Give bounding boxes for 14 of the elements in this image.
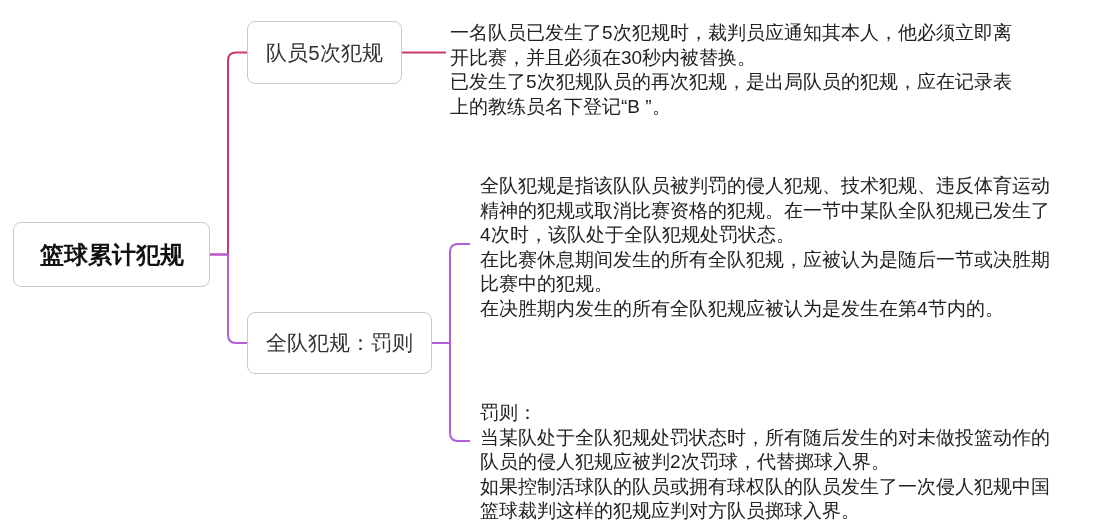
connector-line <box>431 342 471 442</box>
connector-line <box>209 253 248 344</box>
note-text: 一名队员已发生了5次犯规时，裁判员应通知其本人，他必须立即离开比赛，并且必须在30秒内被替换。 <box>450 21 1013 70</box>
topic-box: 全队犯规：罚则 <box>247 312 432 374</box>
note-text: 全队犯规是指该队队员被判罚的侵人犯规、技术犯规、违反体育运动精神的犯规或取消比赛资格的犯规。在一节中某队全队犯规已发生了4次时，该队处于全队犯规处罚状态。 <box>480 174 1051 247</box>
note-text: 如果控制活球队的队员或拥有球权队的队员发生了一次侵人犯规中国篮球裁判这样的犯规应判对方队员掷球入界。 <box>480 474 1051 523</box>
note-text: 罚则： <box>480 401 538 425</box>
root-topic-box: 篮球累计犯规 <box>13 222 210 287</box>
note-text: 已发生了5次犯规队员的再次犯规，是出局队员的犯规，应在记录表上的教练员名下登记“B ”。 <box>450 70 1013 119</box>
note-text: 在比赛休息期间发生的所有全队犯规，应被认为是随后一节或决胜期比赛中的犯规。 <box>480 247 1051 296</box>
note-text: 当某队处于全队犯规处罚状态时，所有随后发生的对未做投篮动作的队员的侵人犯规应被判2次罚球，代替掷球入界。 <box>480 425 1051 474</box>
connector-line <box>401 51 447 54</box>
topic-box: 队员5次犯规 <box>247 21 402 84</box>
note-text: 在决胜期内发生的所有全队犯规应被认为是发生在第4节内的。 <box>480 296 1005 321</box>
